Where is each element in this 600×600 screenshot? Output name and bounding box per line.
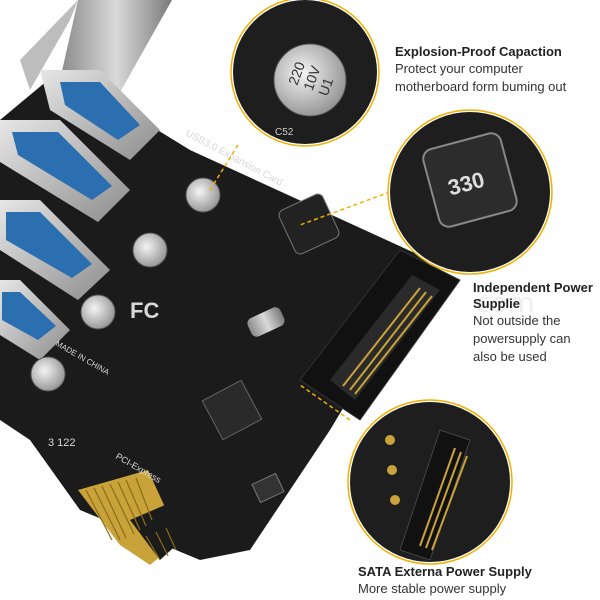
- pcie-connector: [78, 470, 182, 565]
- callout-desc-line: also be used: [473, 349, 547, 364]
- callout-capacitor: Explosion-Proof Capaction Protect your c…: [395, 44, 595, 96]
- callout-desc-line: Protect your computer: [395, 61, 523, 76]
- watermark: com: [475, 286, 535, 319]
- cap-value: 220: [285, 59, 308, 87]
- callout-lines: [209, 144, 391, 421]
- callout-desc-line: powersupply can: [473, 331, 571, 346]
- callout-title: Explosion-Proof Capaction: [395, 44, 562, 59]
- usb-port: [0, 280, 70, 360]
- callout-title: Independent Power: [473, 280, 593, 295]
- sata-connector: [299, 249, 461, 421]
- zoom-capacitor: 220 10V U1 C52: [230, 0, 380, 147]
- callout-sata: SATA Externa Power Supply More stable po…: [358, 564, 598, 598]
- revision-label: 3 122: [48, 437, 76, 449]
- silk-c52: C52: [275, 127, 294, 138]
- usb-ports: [0, 70, 160, 360]
- callout-power: Independent Power Supplie Not outside th…: [473, 280, 598, 366]
- callout-desc-line: More stable power supply: [358, 581, 507, 596]
- cap-ref: U1: [315, 75, 336, 97]
- fc-logo: FC: [130, 298, 159, 323]
- usb-port: [0, 120, 130, 222]
- callout-title: SATA Externa Power Supply: [358, 564, 532, 579]
- callout-desc-line: Not outside the: [473, 313, 561, 328]
- callout-desc-line: motherboard form buming out: [395, 79, 567, 94]
- capacitors: [30, 177, 221, 392]
- chips: [201, 193, 340, 504]
- zoom-inductor: 330: [387, 109, 553, 275]
- zoom-sata: [347, 399, 513, 565]
- usb-port: [40, 70, 160, 160]
- callout-title-line2: Supplie: [473, 296, 520, 311]
- usb-port: [0, 200, 110, 300]
